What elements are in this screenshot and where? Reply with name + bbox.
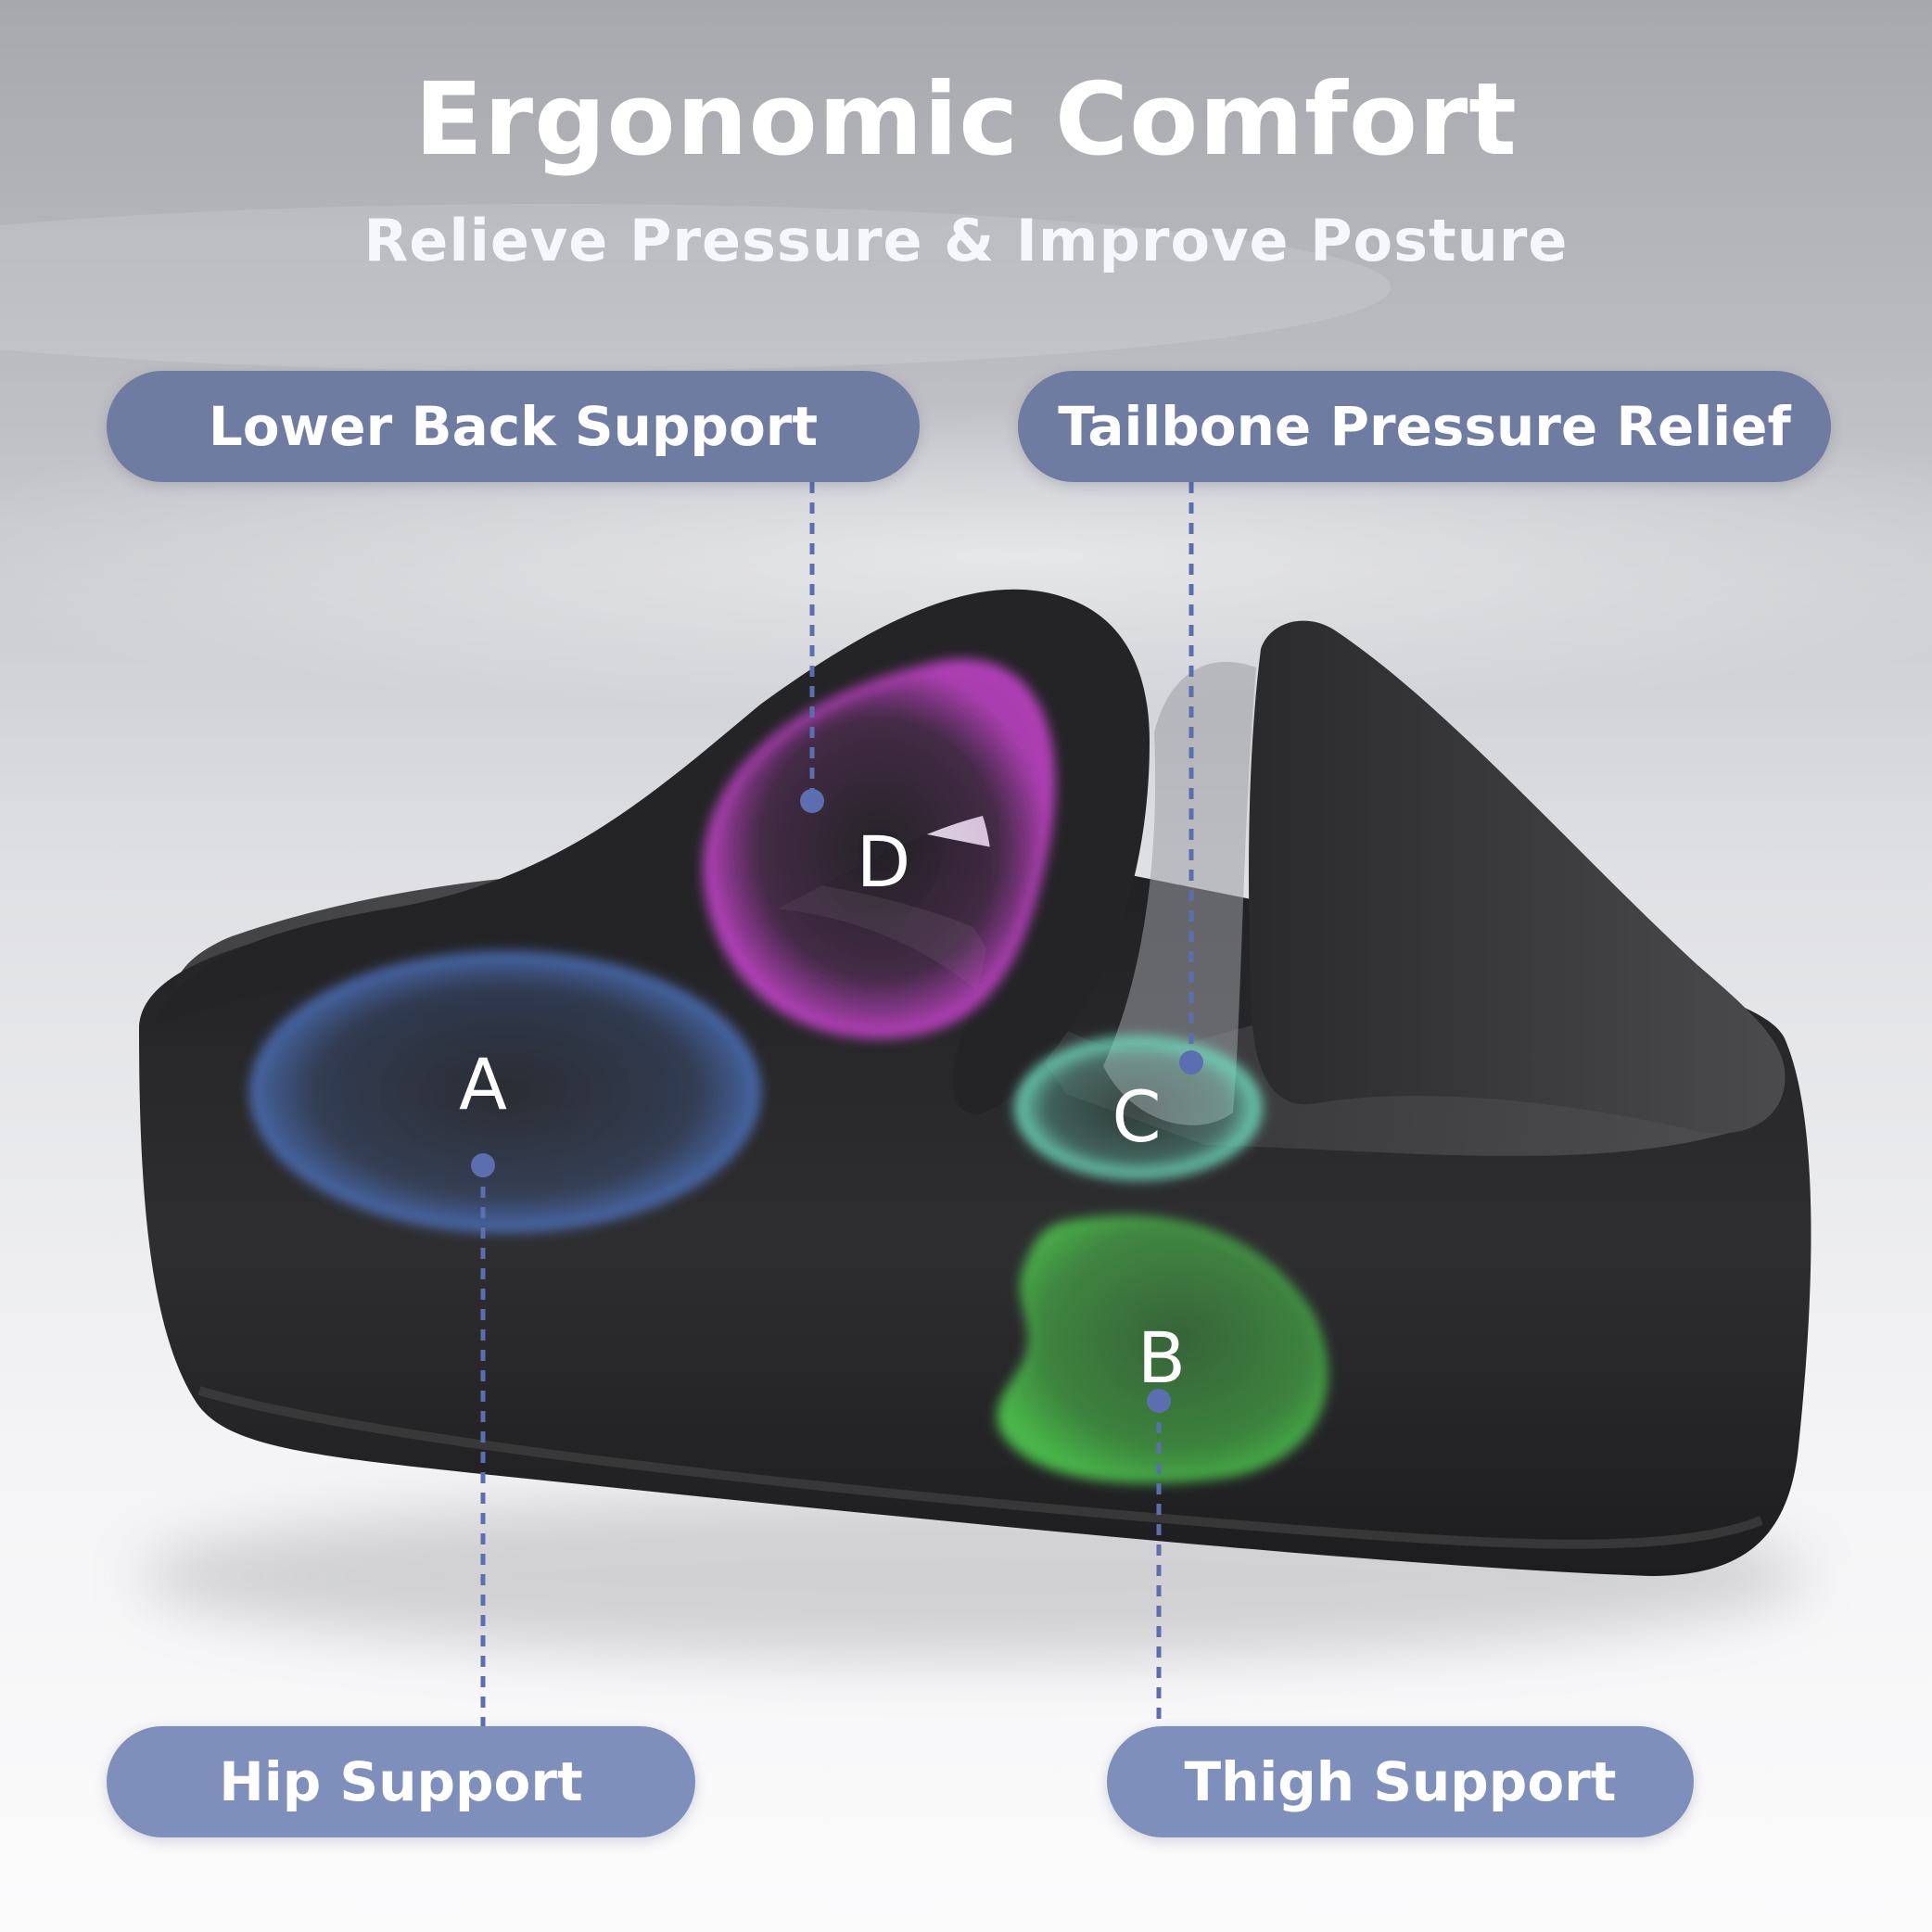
zone-b-label: B [1137,1316,1187,1399]
zone-a-highlight [248,950,762,1234]
callout-dot-tailbone [1179,1050,1203,1074]
callout-thigh-support: Thigh Support [1107,1726,1694,1837]
zone-a-label: A [459,1043,507,1125]
zone-c-highlight [1013,1035,1264,1181]
right-wing [1249,620,1786,1134]
zone-d-highlight [702,658,1057,1040]
callout-hip-support: Hip Support [107,1726,695,1837]
zone-d-label: D [856,820,911,903]
front-edge [197,1386,1763,1549]
page-title: Ergonomic Comfort [414,62,1518,178]
zone-b-highlight [996,1214,1329,1485]
zone-c-label: C [1112,1075,1162,1158]
callout-dot-thigh [1147,1389,1171,1413]
tailbone-gap [1103,661,1256,1125]
callout-tailbone-pressure-relief: Tailbone Pressure Relief [1018,371,1831,482]
callout-dot-hip [471,1153,495,1177]
callout-dot-lower-back [800,789,824,813]
callout-lower-back-support: Lower Back Support [107,371,920,482]
page-subtitle: Relieve Pressure & Improve Posture [363,207,1569,274]
